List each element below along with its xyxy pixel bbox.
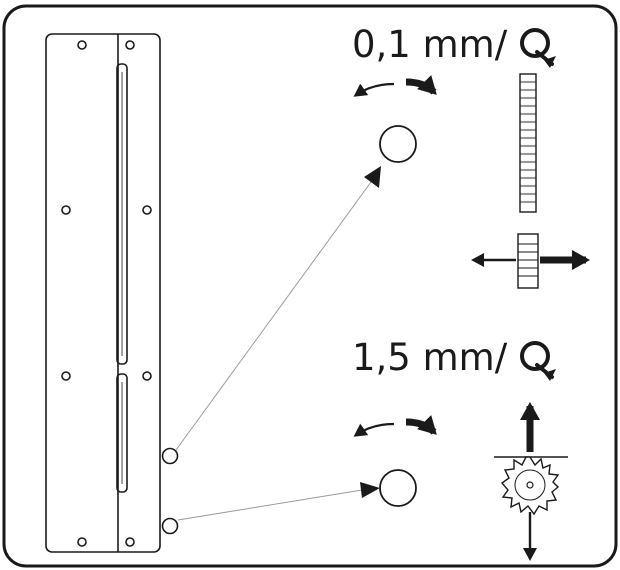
lower-adjust-screw[interactable]: [161, 517, 179, 535]
outer-frame: [2, 4, 618, 568]
knurled-wheel-end-view: [517, 233, 539, 289]
bottom-rate-label: 1,5 mm/: [352, 336, 508, 379]
bottom-adjust-knob[interactable]: [379, 469, 417, 507]
top-adjust-knob[interactable]: [379, 125, 417, 163]
upper-leader-line: [175, 170, 380, 451]
knurled-wheel-side-view: [519, 73, 537, 213]
upper-leader-arrowhead: [364, 166, 381, 188]
lower-leader-arrowhead: [360, 482, 380, 498]
upper-adjust-screw[interactable]: [161, 447, 179, 465]
upper-slot: [116, 63, 128, 365]
top-rate-label: 0,1 mm/: [352, 23, 508, 66]
rotation-icon: [520, 28, 556, 68]
top-rotate-arrows: [353, 75, 437, 97]
mounting-plate: [45, 33, 161, 553]
rotation-icon-bottom: [520, 341, 556, 381]
plate-screw-holes: [61, 40, 152, 547]
gear-icon: [500, 456, 560, 516]
lower-slot: [116, 373, 128, 493]
bottom-rotate-arrows: [353, 415, 437, 437]
lower-leader-line: [177, 489, 363, 521]
